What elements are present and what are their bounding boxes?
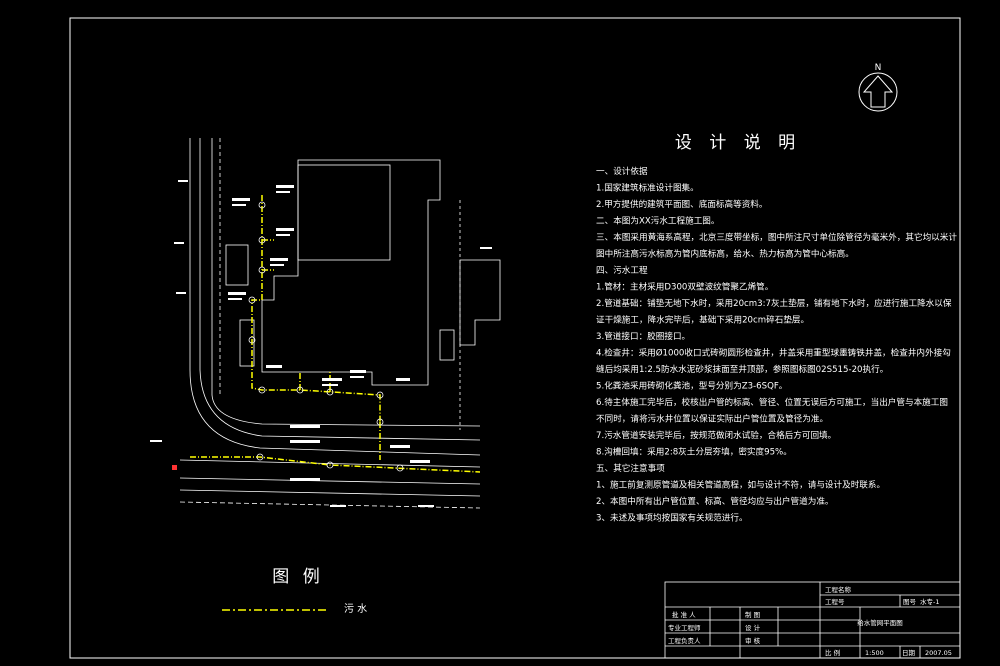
notes-line: 四、污水工程	[596, 264, 648, 276]
notes-line: 五、其它注意事项	[596, 462, 665, 474]
notes-line: 一、设计依据	[596, 165, 648, 177]
notes-line: 7.污水管道安装完毕后，按规范做闭水试验，合格后方可回填。	[596, 429, 836, 441]
north-arrow: N	[858, 63, 898, 112]
site-plan	[179, 138, 501, 509]
tb-row-1-c3: 制 图	[745, 610, 760, 619]
tb-date-label: 日期	[902, 649, 916, 657]
road-curve	[189, 369, 481, 456]
notes-line: 2.甲方提供的建筑平面图、底面标高等资料。	[596, 198, 767, 210]
notes-line: 3、未述及事项均按国家有关规范进行。	[596, 512, 748, 524]
sewer-main-line	[251, 195, 381, 422]
east-building	[459, 259, 501, 346]
notes-line: 1.管材：主材采用D300双壁波纹管聚乙烯管。	[596, 281, 773, 293]
manhole	[258, 201, 266, 209]
legend-sewer-label: 污 水	[344, 603, 367, 615]
small-building-2	[239, 319, 255, 367]
legend-title: 图 例	[272, 567, 323, 587]
tb-row-3-c1: 工程负责人	[668, 636, 701, 645]
tb-project-no-label: 工程号	[825, 597, 845, 606]
tb-row-1-c1: 批 准 人	[672, 610, 696, 619]
building-wing	[297, 164, 391, 261]
notes-line: 证干燥施工，降水完毕后，基础下采用20cm碎石垫层。	[596, 314, 809, 326]
tb-row-2-c1: 专业工程师	[668, 623, 701, 632]
road-south-line	[179, 459, 481, 468]
tb-drawing-title: 给水管网平面图	[857, 618, 903, 627]
notes-line: 图中所注高污水标高为管内底标高，给水、热力标高为管中心标高。	[596, 248, 854, 260]
tb-date-value: 2007.05	[925, 649, 952, 657]
notes-line: 6.待主体施工完毕后，校核出户管的标高、管径、位置无误后方可施工，当出户管与本施…	[596, 396, 948, 408]
notes-line: 三、本图采用黄海系高程，北京三度带坐标，图中所注尺寸单位除管径为毫米外，其它均以…	[596, 231, 957, 243]
sewer-network	[190, 195, 481, 473]
manholes	[248, 201, 404, 472]
title-block	[664, 581, 961, 659]
small-building	[225, 244, 249, 286]
notes-line: 1.国家建筑标准设计图集。	[596, 182, 699, 194]
tb-scale-label: 比 例	[825, 648, 840, 657]
main-building	[261, 159, 441, 386]
pipe-annotations	[150, 180, 492, 507]
red-marker	[172, 465, 177, 470]
annotation-mark	[276, 185, 294, 188]
notes-line: 二、本图为XX污水工程施工图。	[596, 215, 720, 227]
north-arrow-circle	[858, 72, 898, 112]
notes-title: 设 计 说 明	[675, 133, 801, 153]
notes-line: 2.管道基础：铺垫无地下水时，采用20cm3:7灰土垫层，铺有地下水时，应进行施…	[596, 297, 952, 309]
tb-project-name-label: 工程名称	[825, 585, 852, 594]
notes-line: 8.沟槽回填：采用2:8灰土分层夯填，密实度95%。	[596, 446, 792, 458]
north-label: N	[875, 63, 882, 73]
north-arrow-icon	[862, 75, 894, 108]
tb-row-3-c3: 审 核	[745, 636, 761, 645]
sewer-road-line	[190, 456, 481, 473]
notes-line: 1、施工前复测原管道及相关管道高程，如与设计不符，请与设计及时联系。	[596, 479, 885, 491]
notes-line: 5.化粪池采用砖砌化粪池，型号分别为Z3-6SQF。	[596, 380, 787, 392]
tb-drawing-no-label: 图号	[903, 598, 917, 606]
notes-body: 一、设计依据 1.国家建筑标准设计图集。 2.甲方提供的建筑平面图、底面标高等资料。…	[596, 165, 957, 524]
drawing-frame	[69, 17, 961, 659]
tb-scale-value: 1:500	[865, 649, 884, 657]
notes-line: 缝后均采用1:2.5防水水泥砂浆抹面至井顶部，参照图标图02S515-20执行。	[596, 363, 888, 375]
tb-row-2-c3: 设 计	[745, 623, 761, 632]
notes-line: 2、本图中所有出户管位置、标高、管径均应与出户管道为准。	[596, 495, 834, 507]
notes-line: 3.管道接口：胶圈接口。	[596, 330, 690, 342]
tb-drawing-no-value: 水专-1	[920, 597, 939, 606]
notes-line: 4.检查井：采用Ø1000收口式砖砌圆形检查井，井盖采用重型球墨铸铁井盖，检查井…	[596, 347, 951, 359]
notes-line: 不同时，请将污水井位置以保证实际出户管位置及管径为准。	[596, 413, 828, 425]
